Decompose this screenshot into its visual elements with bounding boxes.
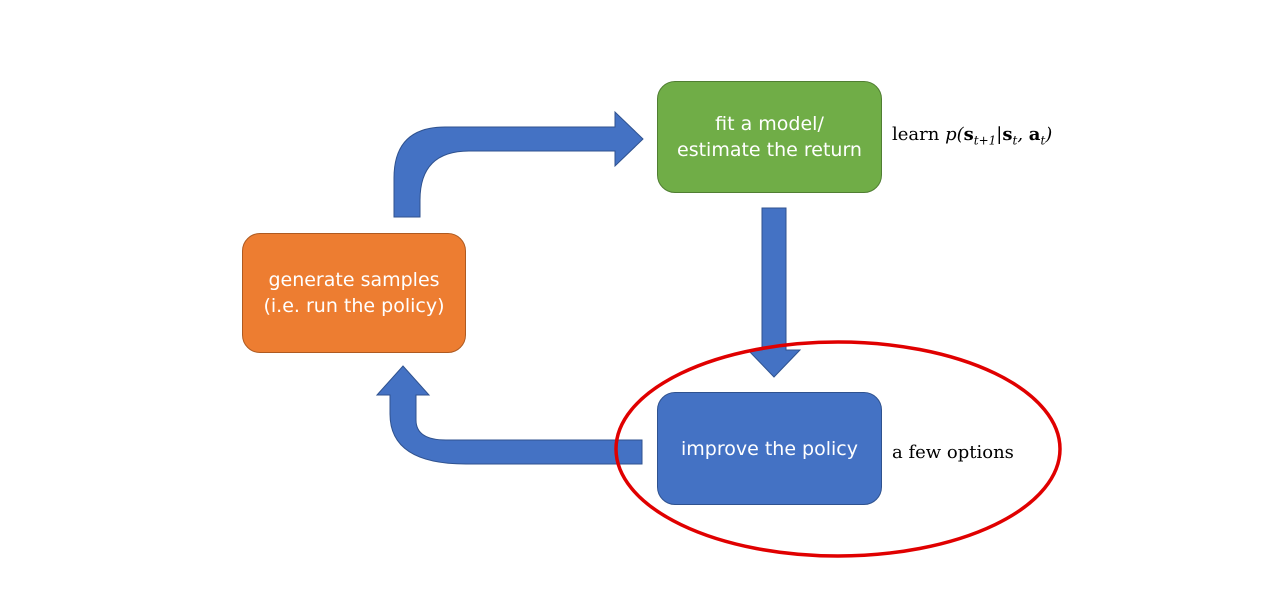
learn-formula: p(st+1|st, at): [945, 124, 1053, 148]
few-options-annotation: a few options: [892, 442, 1014, 463]
node-fit-line2: estimate the return: [677, 139, 862, 161]
node-improve-label: improve the policy: [681, 437, 858, 460]
learn-annotation: learn p(st+1|st, at): [892, 124, 1052, 148]
node-generate-line2: (i.e. run the policy): [263, 295, 445, 317]
arrow-fit-to-improve: [746, 207, 802, 378]
node-fit-model: fit a model/ estimate the return: [657, 81, 882, 193]
learn-prefix: learn: [892, 124, 946, 145]
node-generate-samples: generate samples (i.e. run the policy): [242, 233, 466, 353]
arrow-generate-to-fit: [393, 110, 644, 218]
node-improve-policy: improve the policy: [657, 392, 882, 505]
arrow-improve-to-generate: [375, 365, 643, 465]
highlight-ellipse: [614, 340, 1062, 558]
node-generate-line1: generate samples: [268, 269, 440, 291]
node-fit-line1: fit a model/: [715, 113, 824, 135]
